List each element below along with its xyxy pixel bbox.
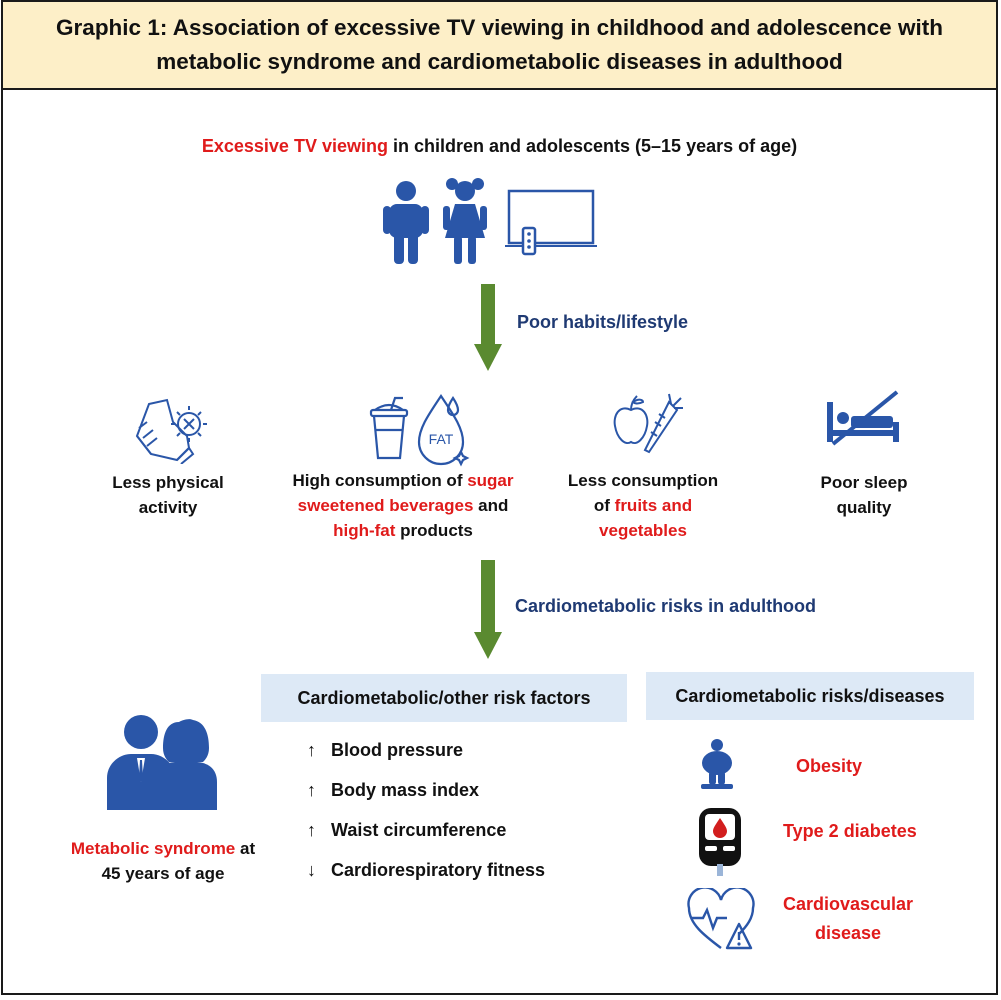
top-statement: Excessive TV viewing in children and ado… [3, 136, 996, 157]
diseases-header: Cardiometabolic risks/diseases [646, 672, 974, 720]
arrow-down-2 [474, 560, 502, 659]
habit-consumption-sugar: sugar [467, 471, 514, 490]
top-statement-rest: in children and adolescents (5–15 years … [387, 136, 798, 156]
habit-fruits-fruits: fruits and [614, 496, 693, 515]
girl-icon [443, 178, 487, 264]
shoe-icon [135, 398, 207, 464]
habit-physical-line1: Less physical [112, 473, 224, 492]
habit-sleep-line1: Poor sleep [820, 473, 908, 492]
arrow-label-1: Poor habits/lifestyle [517, 312, 689, 332]
habit-fruits: Less consumption of fruits and vegetable… [551, 468, 735, 543]
metabolic-syndrome-text: Metabolic syndrome at 45 years of age [55, 836, 271, 886]
habit-consumption-line1: High consumption of sugar [273, 468, 533, 493]
habit-consumption-products: products [395, 521, 473, 540]
risk-factor-label: Body mass index [331, 780, 480, 800]
habit-consumption-text1: High consumption of [292, 471, 468, 490]
arrow-down-1 [474, 284, 502, 371]
couple-icon [107, 715, 217, 810]
habit-physical-line2: activity [138, 498, 198, 517]
habit-consumption: High consumption of sugar sweetened beve… [273, 468, 533, 543]
increase-arrow-icon: ↑ [307, 780, 316, 800]
arrow-label-2: Cardiometabolic risks in adulthood [515, 596, 817, 616]
risk-factors-header: Cardiometabolic/other risk factors [261, 674, 627, 722]
disease-diabetes: Type 2 diabetes [783, 821, 917, 841]
title-line-2: metabolic syndrome and cardiometabolic d… [156, 49, 843, 74]
glucometer-icon [699, 808, 741, 876]
risk-factor-label: Blood pressure [331, 740, 464, 760]
tv-icon [505, 189, 597, 256]
habit-consumption-line2: sweetened beverages and [273, 493, 533, 518]
habit-fruits-line1: Less consumption [567, 471, 719, 490]
apple-carrot-icon [613, 393, 683, 454]
habit-consumption-line3: high-fat products [273, 518, 533, 543]
disease-cardiovascular: Cardiovascular disease [781, 890, 915, 948]
risk-factor-row: ↓ Cardiorespiratory fitness [307, 860, 545, 881]
habit-sleep-line2: quality [836, 498, 892, 517]
habit-fruits-line3: vegetables [599, 521, 687, 540]
obesity-icon [701, 739, 733, 789]
metabolic-line1: Metabolic syndrome at [55, 836, 271, 861]
boy-icon [383, 181, 429, 264]
metabolic-line2: 45 years of age [101, 864, 225, 883]
habit-consumption-and: and [473, 496, 509, 515]
disease-cardio-line1: Cardiovascular [782, 894, 914, 914]
no-bed-icon [827, 390, 899, 446]
increase-arrow-icon: ↑ [307, 740, 316, 760]
disease-cardio-line2: disease [814, 923, 882, 943]
habit-fruits-of: of [593, 496, 615, 515]
increase-arrow-icon: ↑ [307, 820, 316, 840]
fat-drop-icon: FAT [417, 394, 470, 467]
habit-physical: Less physical activity [93, 470, 243, 520]
risk-factor-row: ↑ Waist circumference [307, 820, 506, 841]
habit-sleep: Poor sleep quality [789, 470, 939, 520]
metabolic-at: at [235, 839, 256, 858]
top-statement-highlight: Excessive TV viewing [201, 136, 388, 156]
risk-factor-row: ↑ Blood pressure [307, 740, 463, 761]
habit-consumption-highfat: high-fat [333, 521, 396, 540]
heart-warning-icon [687, 888, 755, 950]
habit-fruits-line2: of fruits and [551, 493, 735, 518]
fat-label: FAT [429, 431, 454, 447]
habit-consumption-beverages: sweetened beverages [297, 496, 474, 515]
risk-factor-label: Waist circumference [331, 820, 507, 840]
risk-factor-label: Cardiorespiratory fitness [331, 860, 546, 880]
risk-factor-row: ↑ Body mass index [307, 780, 479, 801]
decrease-arrow-icon: ↓ [307, 860, 316, 880]
title-line-1: Graphic 1: Association of excessive TV v… [56, 15, 943, 40]
metabolic-highlight: Metabolic syndrome [70, 839, 236, 858]
disease-obesity: Obesity [796, 756, 863, 776]
drink-cup-icon [369, 396, 409, 460]
title-banner: Graphic 1: Association of excessive TV v… [3, 2, 996, 90]
